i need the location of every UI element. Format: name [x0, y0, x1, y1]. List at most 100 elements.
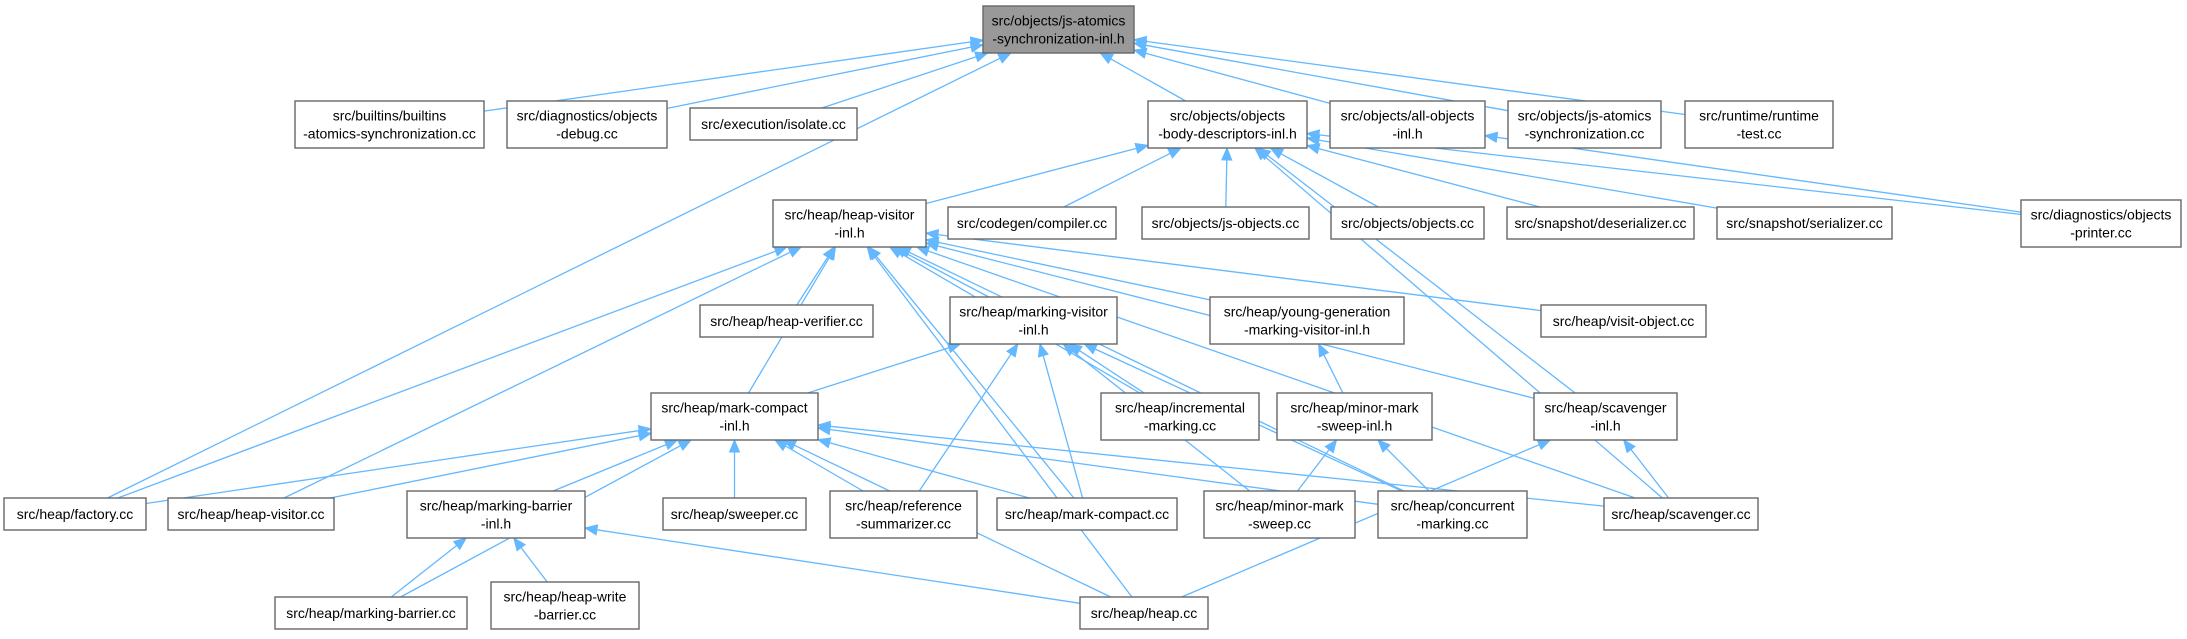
- node-label: src/heap/minor-mark: [1215, 498, 1344, 514]
- node-box: [829, 490, 978, 539]
- node-label: -barrier.cc: [534, 607, 596, 623]
- node-jsobjects[interactable]: src/objects/js-objects.cc: [1141, 206, 1310, 240]
- node-box: [689, 107, 858, 141]
- edge-refsumm-to-markcompacth: [785, 445, 864, 492]
- node-box: [506, 100, 668, 149]
- node-scavengercc[interactable]: src/heap/scavenger.cc: [1603, 497, 1759, 531]
- node-box: [650, 392, 819, 441]
- node-markcompacth[interactable]: src/heap/mark-compact -inl.h: [650, 392, 819, 441]
- node-label: -body-descriptors-inl.h: [1158, 126, 1297, 142]
- node-label: src/snapshot/serializer.cc: [1726, 215, 1882, 231]
- node-label: src/objects/objects.cc: [1341, 215, 1474, 231]
- node-serializer[interactable]: src/snapshot/serializer.cc: [1716, 206, 1893, 240]
- node-younggen[interactable]: src/heap/young-generation-marking-visito…: [1209, 296, 1405, 345]
- node-deserializer[interactable]: src/snapshot/deserializer.cc: [1506, 206, 1695, 240]
- node-verifier[interactable]: src/heap/heap-verifier.cc: [699, 304, 874, 338]
- node-label: -sweep.cc: [1248, 516, 1311, 532]
- arrowhead-markcompacth-to-heapvisitorh: [824, 245, 837, 261]
- node-compiler[interactable]: src/codegen/compiler.cc: [947, 206, 1117, 240]
- arrowhead-heapcc-to-heapvisitorh: [866, 245, 880, 261]
- node-box: [1533, 392, 1678, 441]
- edge-heapvisitorcc-to-markcompacth: [330, 435, 640, 499]
- edge-concurrent-to-minormarkh: [1386, 448, 1430, 492]
- node-box: [662, 497, 807, 531]
- edge-heapvisitorcc-to-heapvisitorh: [283, 251, 791, 499]
- node-markbarrierh[interactable]: src/heap/marking-barrier-inl.h: [406, 490, 586, 539]
- node-box: [1329, 100, 1486, 149]
- node-box: [1100, 392, 1260, 441]
- edge-writebarrier-to-markbarrierh: [520, 547, 548, 583]
- node-label: src/execution/isolate.cc: [701, 116, 846, 132]
- node-root[interactable]: src/objects/js-atomics-synchronization-i…: [982, 5, 1135, 54]
- edge-markcompactcc-to-markvisitor: [1042, 355, 1084, 499]
- node-scavengerh[interactable]: src/heap/scavenger-inl.h: [1533, 392, 1678, 441]
- node-label: src/codegen/compiler.cc: [957, 215, 1107, 231]
- node-objectscc[interactable]: src/objects/objects.cc: [1330, 206, 1485, 240]
- node-markcompactcc[interactable]: src/heap/mark-compact.cc: [996, 497, 1178, 531]
- node-concurrent[interactable]: src/heap/concurrent-marking.cc: [1377, 490, 1528, 539]
- node-box: [1209, 296, 1405, 345]
- edge-printer-to-allobjects: [1496, 136, 2022, 213]
- node-diagdebug[interactable]: src/diagnostics/objects-debug.cc: [506, 100, 668, 149]
- node-jsatomicscc[interactable]: src/objects/js-atomics-synchronization.c…: [1507, 100, 1662, 149]
- edge-verifier-to-heapvisitorh: [796, 256, 829, 306]
- node-minormarkh[interactable]: src/heap/minor-mark-sweep-inl.h: [1276, 392, 1433, 441]
- root-node-box: [982, 5, 1135, 54]
- node-heapcc[interactable]: src/heap/heap.cc: [1079, 596, 1209, 630]
- node-isolate[interactable]: src/execution/isolate.cc: [689, 107, 858, 141]
- edge-deserializer-to-bodydesc: [1318, 147, 1541, 208]
- node-label: src/diagnostics/objects: [517, 108, 658, 124]
- node-factory[interactable]: src/heap/factory.cc: [3, 497, 147, 531]
- edge-incremental-to-markvisitor: [1079, 350, 1145, 394]
- arrowhead-markcompactcc-to-markvisitor: [1037, 342, 1049, 358]
- node-box: [294, 100, 485, 149]
- node-label: src/heap/scavenger: [1544, 400, 1667, 416]
- node-refsumm[interactable]: src/heap/reference-summarizer.cc: [829, 490, 978, 539]
- arrowhead-scavengercc-to-markcompacth: [816, 420, 831, 433]
- node-label: src/objects/objects: [1170, 108, 1285, 124]
- node-label: -inl.h: [1018, 322, 1048, 338]
- node-box: [2020, 199, 2182, 248]
- node-label: src/heap/factory.cc: [17, 506, 133, 522]
- node-markvisitor[interactable]: src/heap/marking-visitor-inl.h: [949, 296, 1118, 345]
- node-label: -marking.cc: [1416, 516, 1488, 532]
- arrowhead-visitobject-to-heapvisitorh: [924, 229, 940, 241]
- node-runtimetest[interactable]: src/runtime/runtime-test.cc: [1684, 100, 1834, 149]
- arrowhead-concurrent-to-minormarkh: [1377, 439, 1391, 453]
- edge-serializer-to-bodydesc: [1318, 139, 1718, 209]
- node-label: src/heap/heap-visitor: [785, 207, 915, 223]
- edge-isolate-to-root: [821, 56, 977, 109]
- node-printer[interactable]: src/diagnostics/objects-printer.cc: [2020, 199, 2182, 248]
- node-bodydesc[interactable]: src/objects/objects -body-descriptors-inl…: [1147, 100, 1308, 149]
- node-incremental[interactable]: src/heap/incremental-marking.cc: [1100, 392, 1260, 441]
- node-sweeper[interactable]: src/heap/sweeper.cc: [662, 497, 807, 531]
- arrowhead-deserializer-to-bodydesc: [1305, 143, 1321, 155]
- node-label: -inl.h: [719, 418, 749, 434]
- node-label: src/heap/mark-compact: [661, 400, 807, 416]
- arrowhead-allobjects-to-root: [1132, 47, 1148, 59]
- node-visitobject[interactable]: src/heap/visit-object.cc: [1540, 304, 1707, 338]
- edge-factory-to-heapvisitorh: [117, 250, 776, 499]
- node-heapvisitorcc[interactable]: src/heap/heap-visitor.cc: [167, 497, 335, 531]
- arrowhead-heapvisitorcc-to-heapvisitorh: [787, 246, 803, 258]
- edge-compiler-to-bodydesc: [1063, 152, 1171, 208]
- arrowhead-markbarriercc-to-markcompacth: [677, 439, 693, 451]
- node-box: [1506, 206, 1695, 240]
- edge-heapcc-to-markbarrierh: [596, 529, 1081, 604]
- node-allobjects[interactable]: src/objects/all-objects-inl.h: [1329, 100, 1486, 149]
- node-heapvisitorh[interactable]: src/heap/heap-visitor-inl.h: [772, 199, 927, 248]
- arrowhead-diagdebug-to-root: [969, 41, 985, 53]
- edge-diagdebug-to-root: [666, 46, 972, 110]
- node-minormarkcc[interactable]: src/heap/minor-mark -sweep.cc: [1203, 490, 1356, 539]
- node-box: [406, 490, 586, 539]
- node-markbarriercc[interactable]: src/heap/marking-barrier.cc: [274, 596, 468, 630]
- edge-markvisitor-to-heapvisitorh: [904, 252, 990, 298]
- graph-nodes: src/objects/js-atomics-synchronization-i…: [3, 5, 2182, 630]
- node-box: [1540, 304, 1707, 338]
- node-builtins[interactable]: src/builtins/builtins-atomics-synchroniz…: [294, 100, 485, 149]
- edge-markcompacth-to-markvisitor: [807, 347, 950, 394]
- node-writebarrier[interactable]: src/heap/heap-write-barrier.cc: [490, 581, 640, 630]
- edge-visitobject-to-heapvisitorh: [937, 233, 1542, 312]
- arrowhead-heapcc-to-markbarrierh: [583, 524, 599, 536]
